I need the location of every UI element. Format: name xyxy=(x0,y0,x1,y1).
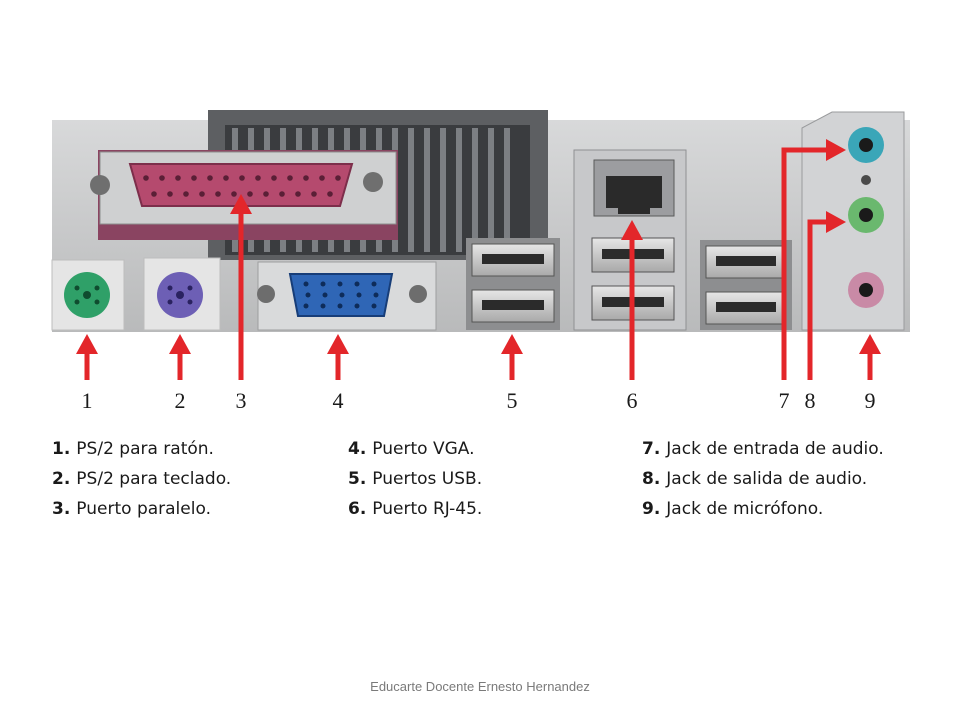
legend-column-1: 1.PS/2 para ratón. 2.PS/2 para teclado. … xyxy=(52,434,231,524)
ps2-mouse-port xyxy=(51,259,125,331)
arrow-8 xyxy=(807,211,846,380)
ps2-keyboard-port xyxy=(143,257,221,331)
port-number-5: 5 xyxy=(507,388,518,413)
legend-number: 4. xyxy=(348,439,367,459)
port-number-9: 9 xyxy=(865,388,876,413)
legend-text: Puerto paralelo. xyxy=(76,499,211,519)
legend-number: 1. xyxy=(52,439,71,459)
legend-number: 9. xyxy=(642,499,661,519)
legend-item-7: 7.Jack de entrada de audio. xyxy=(642,434,884,464)
port-number-2: 2 xyxy=(175,388,186,413)
usb-ports-pair-2 xyxy=(700,240,792,330)
legend-number: 6. xyxy=(348,499,367,519)
vga-port xyxy=(257,261,437,331)
usb-ports-pair-1 xyxy=(466,238,560,330)
legend-text: PS/2 para ratón. xyxy=(76,439,214,459)
legend-column-2: 4.Puerto VGA. 5.Puertos USB. 6.Puerto RJ… xyxy=(348,434,482,524)
audio-jack-panel xyxy=(801,111,905,331)
legend-number: 7. xyxy=(642,439,661,459)
arrow-5 xyxy=(501,334,523,380)
arrow-3 xyxy=(230,194,252,380)
legend-item-6: 6.Puerto RJ-45. xyxy=(348,494,482,524)
legend-item-1: 1.PS/2 para ratón. xyxy=(52,434,231,464)
port-number-7: 7 xyxy=(779,388,790,413)
port-number-1: 1 xyxy=(82,388,93,413)
port-number-4: 4 xyxy=(333,388,344,413)
legend-text: Puerto RJ-45. xyxy=(372,499,483,519)
arrow-1 xyxy=(76,334,98,380)
legend-text: Puerto VGA. xyxy=(372,439,475,459)
port-number-3: 3 xyxy=(236,388,247,413)
legend-number: 3. xyxy=(52,499,71,519)
port-number-8: 8 xyxy=(805,388,816,413)
legend-item-5: 5.Puertos USB. xyxy=(348,464,482,494)
arrow-2 xyxy=(169,334,191,380)
legend-item-3: 3.Puerto paralelo. xyxy=(52,494,231,524)
arrow-7 xyxy=(781,139,846,380)
legend-column-3: 7.Jack de entrada de audio. 8.Jack de sa… xyxy=(642,434,884,524)
legend-text: Jack de entrada de audio. xyxy=(666,439,884,459)
arrow-9 xyxy=(859,334,881,380)
port-number-6: 6 xyxy=(627,388,638,413)
legend-item-2: 2.PS/2 para teclado. xyxy=(52,464,231,494)
legend-text: Jack de salida de audio. xyxy=(666,469,868,489)
legend-number: 5. xyxy=(348,469,367,489)
legend-text: Jack de micrófono. xyxy=(666,499,824,519)
legend-text: PS/2 para teclado. xyxy=(76,469,232,489)
legend-number: 8. xyxy=(642,469,661,489)
legend-item-8: 8.Jack de salida de audio. xyxy=(642,464,884,494)
arrow-6 xyxy=(621,220,643,380)
legend-number: 2. xyxy=(52,469,71,489)
arrow-4 xyxy=(327,334,349,380)
parallel-port xyxy=(90,150,398,240)
legend-text: Puertos USB. xyxy=(372,469,483,489)
footer-credit: Educarte Docente Ernesto Hernandez xyxy=(370,679,590,694)
legend-item-4: 4.Puerto VGA. xyxy=(348,434,482,464)
legend-item-9: 9.Jack de micrófono. xyxy=(642,494,884,524)
